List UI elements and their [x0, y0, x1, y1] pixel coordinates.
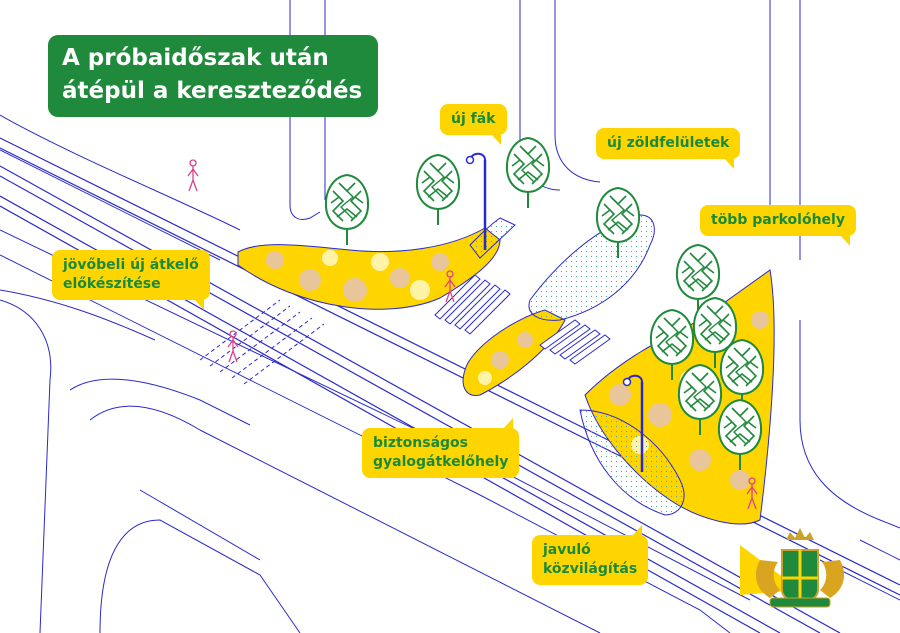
green-area-left	[237, 227, 501, 310]
callout-atkelo-line-1: jövőbeli új átkelő	[63, 257, 199, 273]
callout-atkelo-line-2: előkészítése	[63, 276, 161, 292]
callout-kozvilagitas: javuló közvilágítás	[532, 525, 649, 585]
title-line-2: átépül a kereszteződés	[62, 78, 363, 104]
green-area-right	[579, 269, 775, 525]
callout-uj-zoldfeluletek-text: új zöldfelületek	[607, 135, 730, 151]
island-center	[462, 309, 566, 396]
callout-tobb-parkolohely-text: több parkolóhely	[711, 212, 845, 228]
callout-uj-fak: új fák	[440, 104, 507, 145]
callout-kozvilagitas-line-1: javuló	[543, 542, 591, 558]
page-title: A próbaidőszak után átépül a kereszteződ…	[48, 35, 378, 117]
title-line-1: A próbaidőszak után	[62, 45, 329, 71]
callout-atkelo: jövőbeli új átkelő előkészítése	[52, 250, 210, 310]
callout-uj-fak-text: új fák	[451, 111, 496, 127]
callout-tobb-parkolohely: több parkolóhely	[700, 205, 856, 246]
callout-gyalogatkelo: biztonságos gyalogátkelőhely	[362, 418, 520, 478]
city-crest	[755, 528, 845, 608]
callout-gyalogatkelo-line-1: biztonságos	[373, 435, 468, 451]
callout-uj-zoldfeluletek: új zöldfelületek	[596, 128, 741, 169]
callout-gyalogatkelo-line-2: gyalogátkelőhely	[373, 454, 509, 470]
callout-kozvilagitas-line-2: közvilágítás	[543, 561, 638, 577]
crosswalk-future	[199, 299, 325, 385]
crosswalk-main	[434, 274, 611, 365]
